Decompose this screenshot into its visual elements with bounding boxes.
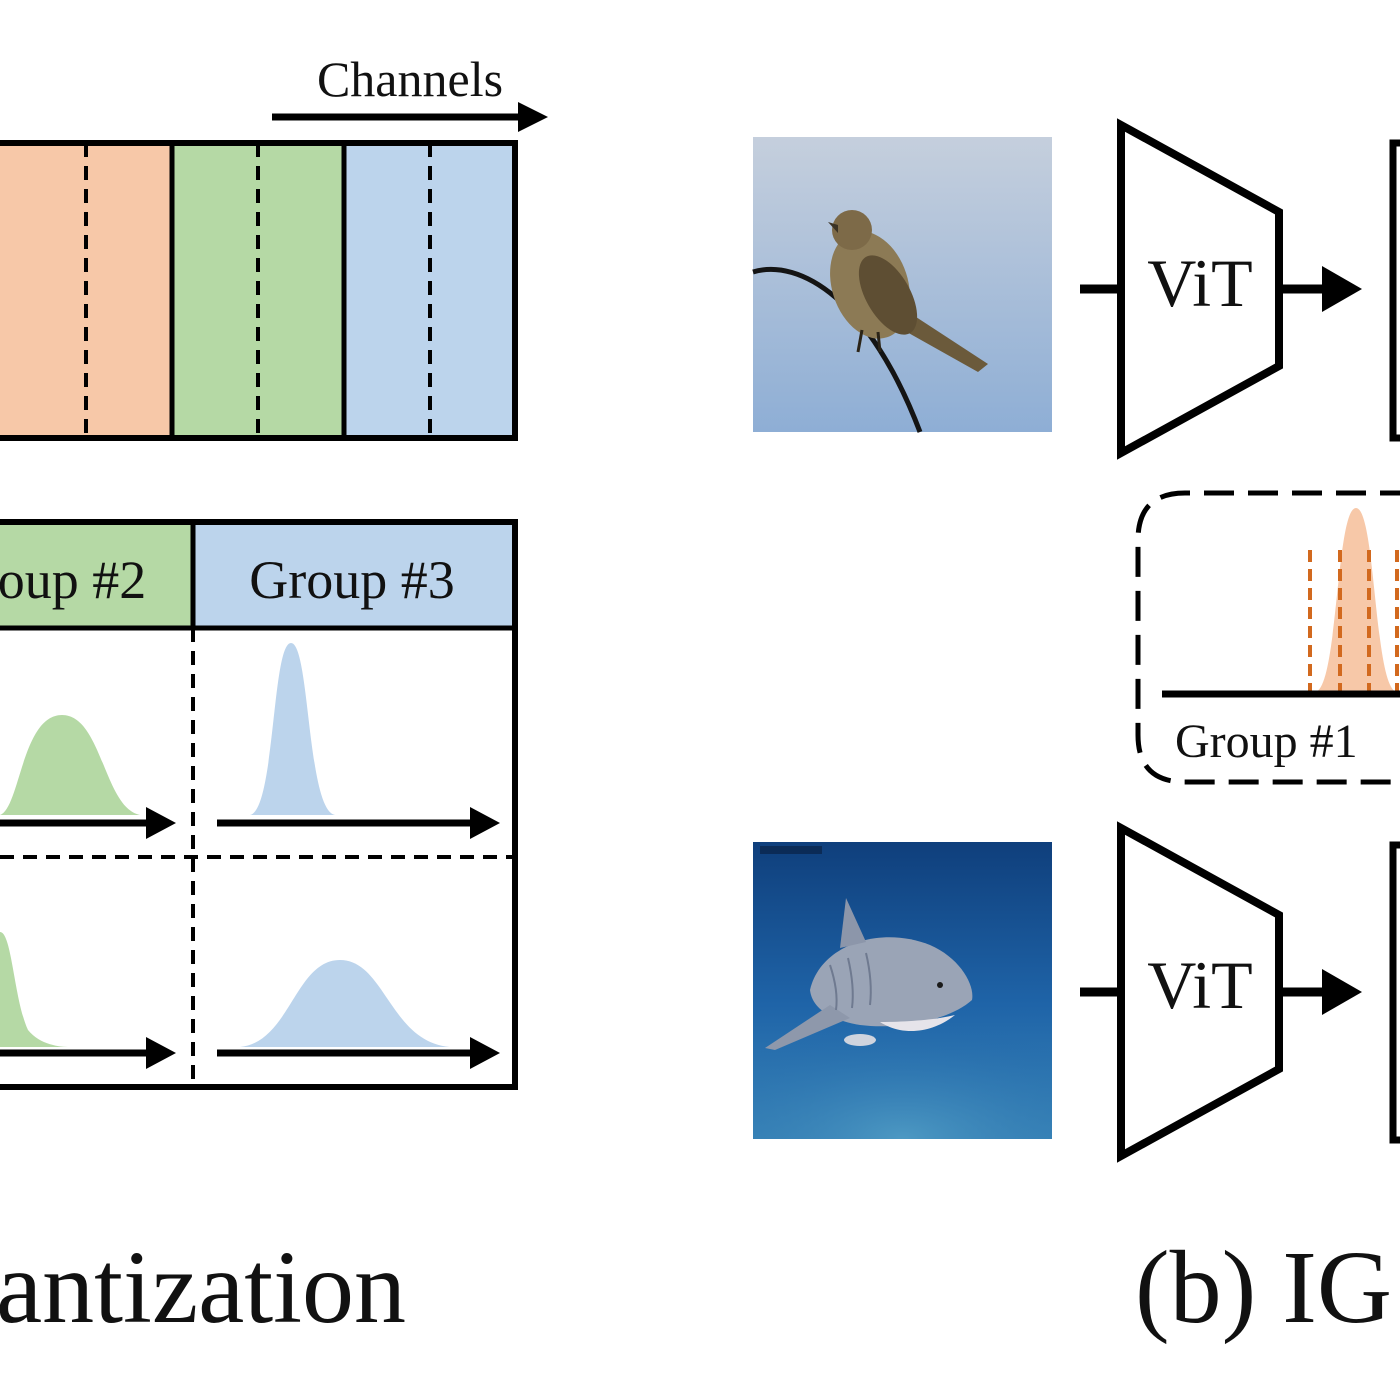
inset-group-label: Group #1	[1175, 715, 1358, 768]
vit-label-bottom: ViT	[1147, 947, 1252, 1023]
group-header-green	[0, 522, 193, 628]
distribution-blue-wide	[240, 960, 450, 1047]
right-caption: (b) IG	[1135, 1230, 1392, 1345]
distribution-blue-narrow	[250, 643, 335, 815]
shark-image	[753, 842, 1052, 1139]
distribution-green-skewed	[0, 932, 70, 1047]
group-distribution-inset	[1135, 490, 1400, 785]
vit-label-top: ViT	[1147, 245, 1252, 321]
axis-arrow	[0, 819, 477, 1057]
group-table	[0, 519, 518, 1090]
group-header-2-label: oup #2	[0, 550, 146, 610]
group-header-blue	[193, 522, 515, 628]
bird-image	[752, 137, 1052, 433]
vit-block-bottom	[1080, 821, 1362, 1163]
left-caption: antization	[0, 1230, 406, 1345]
channels-label: Channels	[317, 51, 503, 107]
distribution-green-wide	[0, 715, 140, 815]
channels-arrow	[272, 102, 548, 132]
output-box-edge	[1389, 139, 1400, 1144]
channel-strip	[0, 140, 518, 441]
vit-block-top	[1080, 118, 1362, 460]
group-header-3-label: Group #3	[249, 550, 454, 610]
